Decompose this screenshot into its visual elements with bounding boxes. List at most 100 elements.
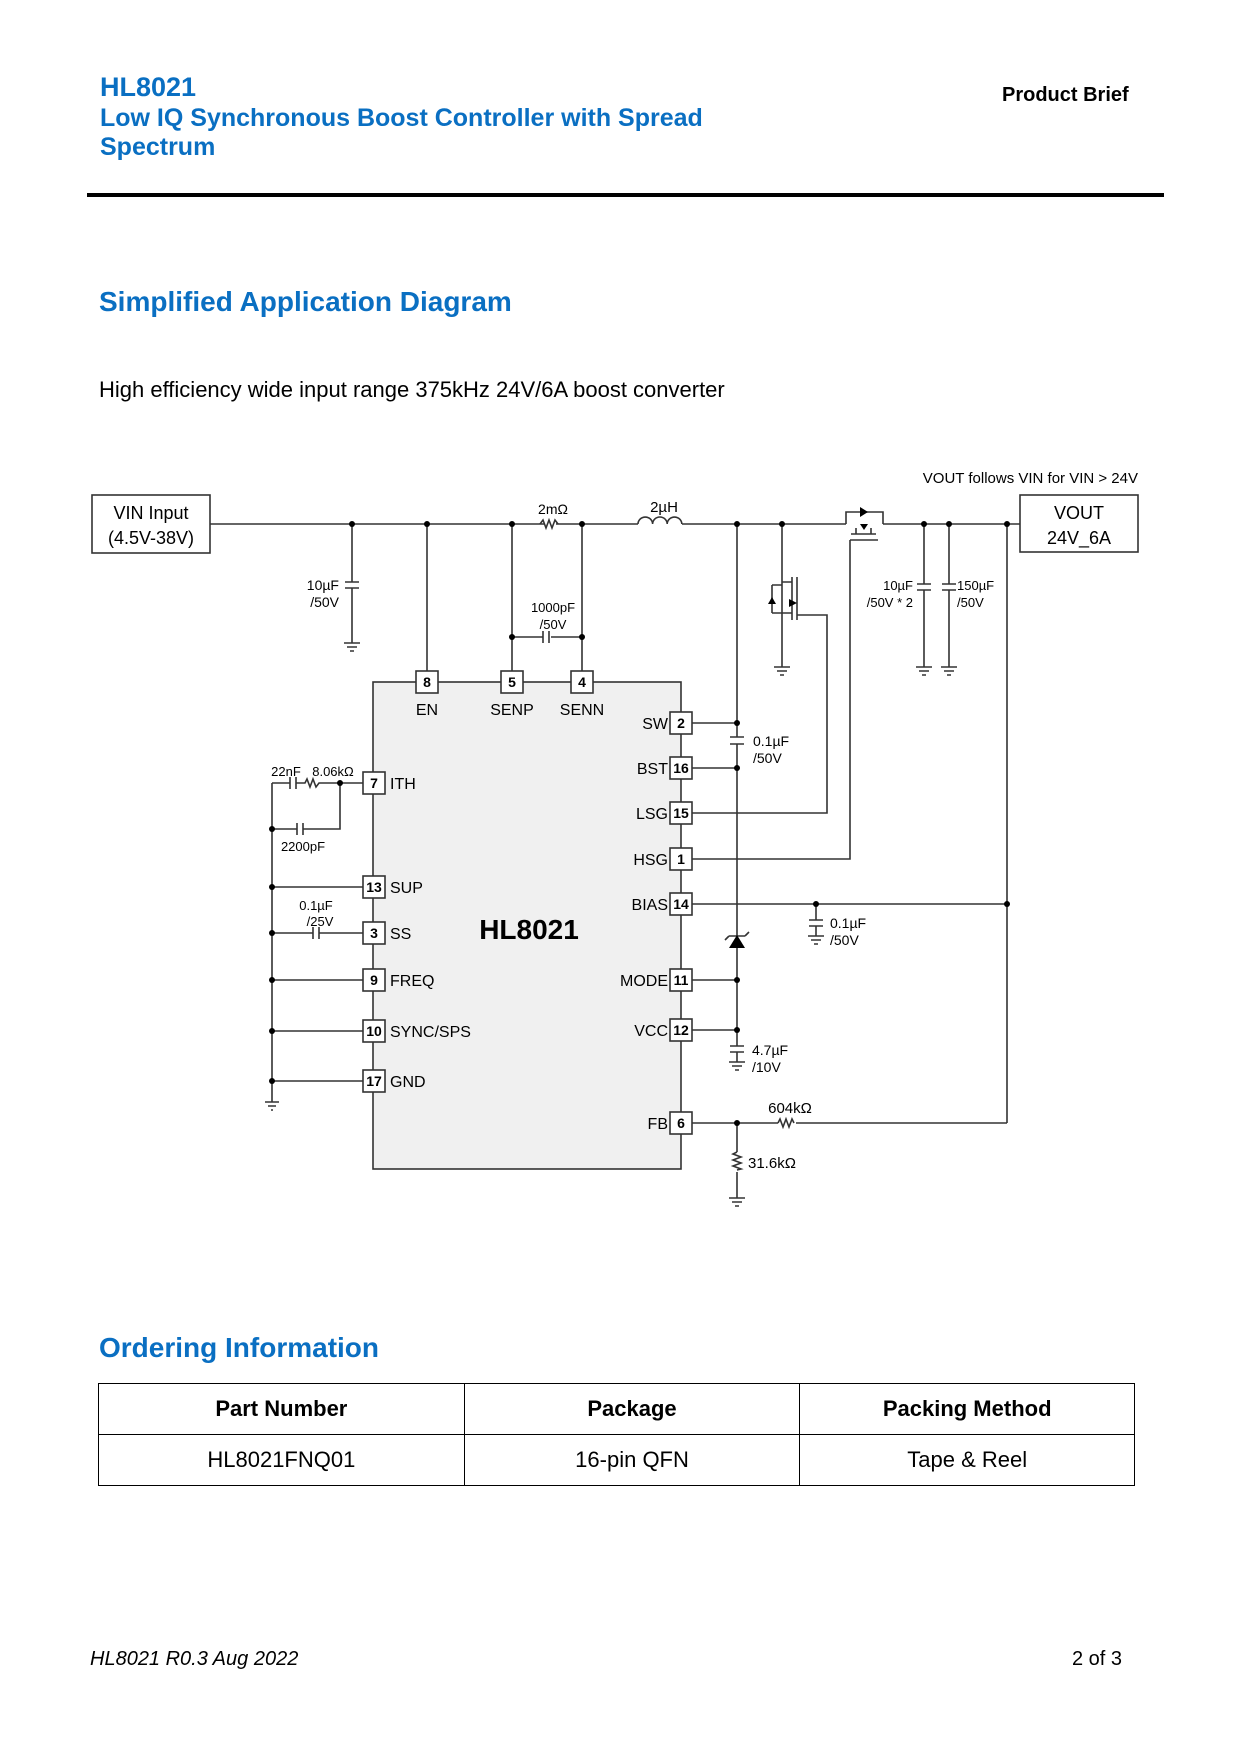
rfb-bot-value: 31.6kΩ: [748, 1155, 796, 1172]
cout1-value: 10µF: [883, 578, 913, 593]
pin-box: [415, 670, 439, 694]
pin-number: 4: [578, 674, 586, 690]
pin-number: 3: [370, 925, 378, 941]
product-subtitle: Low IQ Synchronous Boost Controller with…: [100, 104, 703, 161]
c-ith2-value: 2200pF: [281, 839, 325, 854]
junction-dots: [269, 521, 1010, 1126]
vout-label-1: VOUT: [1054, 503, 1104, 523]
pin-box: [669, 892, 693, 916]
pin-number: 2: [677, 715, 685, 731]
pin-box: [362, 921, 386, 945]
pin-number: 14: [673, 896, 689, 912]
pin-box: [362, 1069, 386, 1093]
lowside-mosfet: [692, 524, 828, 814]
pin-box: [669, 1111, 693, 1135]
pin-box: [669, 711, 693, 735]
pin-box: [500, 670, 524, 694]
pin-box: [669, 1018, 693, 1042]
vout-label-2: 24V_6A: [1047, 528, 1111, 549]
pin-label: FREQ: [390, 973, 434, 990]
pin-box: [669, 756, 693, 780]
header-divider: [87, 193, 1164, 197]
pin-label: BIAS: [632, 897, 668, 914]
csense-value: 1000pF: [531, 600, 575, 615]
ic-body: [372, 681, 682, 1170]
pin-label: HSG: [633, 852, 668, 869]
pin-number: 7: [370, 775, 378, 791]
pin-label: FB: [648, 1116, 668, 1133]
inductor-value: 2µH: [650, 499, 678, 516]
product-title: HL8021: [100, 72, 197, 102]
pin-number: 5: [508, 674, 516, 690]
cvcc-rating: /10V: [752, 1059, 781, 1075]
pin-box: [669, 801, 693, 825]
pin-label: SYNC/SPS: [390, 1024, 471, 1041]
vin-label-2: (4.5V-38V): [108, 528, 194, 548]
cell-part-number: HL8021FNQ01: [98, 1434, 465, 1486]
pin-number: 8: [423, 674, 431, 690]
rfb-bot-symbol: [730, 1151, 744, 1171]
pin-label: SENP: [490, 702, 534, 719]
cin-value: 10µF: [307, 577, 339, 593]
pin-label: SENN: [560, 702, 604, 719]
zener-diode: [729, 935, 745, 948]
cvcc-value: 4.7µF: [752, 1042, 788, 1058]
sense-resistor-symbol: [539, 517, 559, 531]
pin-number: 17: [366, 1073, 382, 1089]
rfb-top-value: 604kΩ: [768, 1100, 812, 1117]
pin-number: 6: [677, 1115, 685, 1131]
diagram-caption: High efficiency wide input range 375kHz …: [99, 377, 725, 402]
table-header-row: Part Number Package Packing Method: [98, 1383, 1135, 1435]
section-heading-diagram: Simplified Application Diagram: [99, 286, 512, 317]
column-header-part-number: Part Number: [98, 1383, 465, 1435]
cbias-value: 0.1µF: [830, 915, 866, 931]
pin-box: [570, 670, 594, 694]
c-ith-value: 22nF: [271, 764, 301, 779]
rfb-top-symbol: [777, 1116, 795, 1130]
pin-box: [669, 847, 693, 871]
pin-number: 9: [370, 972, 378, 988]
css-rating: /25V: [307, 914, 334, 929]
pin-label: SS: [390, 926, 411, 943]
cin-symbol: [344, 524, 360, 652]
pin-box: [362, 968, 386, 992]
rsense-value: 2mΩ: [538, 501, 568, 517]
pin-label: BST: [637, 761, 668, 778]
pin-box: [669, 968, 693, 992]
pin-label: MODE: [620, 973, 668, 990]
cell-packing-method: Tape & Reel: [799, 1434, 1135, 1486]
cout2-rating: /50V: [957, 595, 984, 610]
ordering-table: Part Number Package Packing Method HL802…: [98, 1383, 1135, 1486]
pin-number: 1: [677, 851, 685, 867]
cout2-value: 150µF: [957, 578, 994, 593]
pin-box: [362, 771, 386, 795]
column-header-package: Package: [463, 1383, 801, 1435]
pin-number: 16: [673, 760, 689, 776]
section-heading-ordering: Ordering Information: [99, 1332, 379, 1363]
pin-number: 12: [673, 1022, 689, 1038]
vin-label-1: VIN Input: [113, 503, 188, 523]
pin-box: [362, 1019, 386, 1043]
document-type-label: Product Brief: [1002, 84, 1129, 106]
pin-number: 15: [673, 805, 689, 821]
table-row: HL8021FNQ01 16-pin QFN Tape & Reel: [98, 1434, 1135, 1486]
footer-page-number: 2 of 3: [1072, 1648, 1123, 1670]
cbias-rating: /50V: [830, 932, 859, 948]
r-ith-value: 8.06kΩ: [312, 764, 354, 779]
cbst-value: 0.1µF: [753, 733, 789, 749]
pin-label: SW: [642, 716, 669, 733]
pin-label: ITH: [390, 776, 416, 793]
pin-label: GND: [390, 1074, 426, 1091]
pin-number: 13: [366, 879, 382, 895]
ic-name-label: HL8021: [479, 914, 579, 945]
pin-box: [362, 875, 386, 899]
pin-number: 11: [674, 972, 689, 988]
cbst-rating: /50V: [753, 750, 782, 766]
column-header-packing-method: Packing Method: [799, 1383, 1135, 1435]
csense-rating: /50V: [540, 617, 567, 632]
css-value: 0.1µF: [299, 898, 333, 913]
pin-label: EN: [416, 702, 438, 719]
vout-note: VOUT follows VIN for VIN > 24V: [923, 470, 1138, 487]
